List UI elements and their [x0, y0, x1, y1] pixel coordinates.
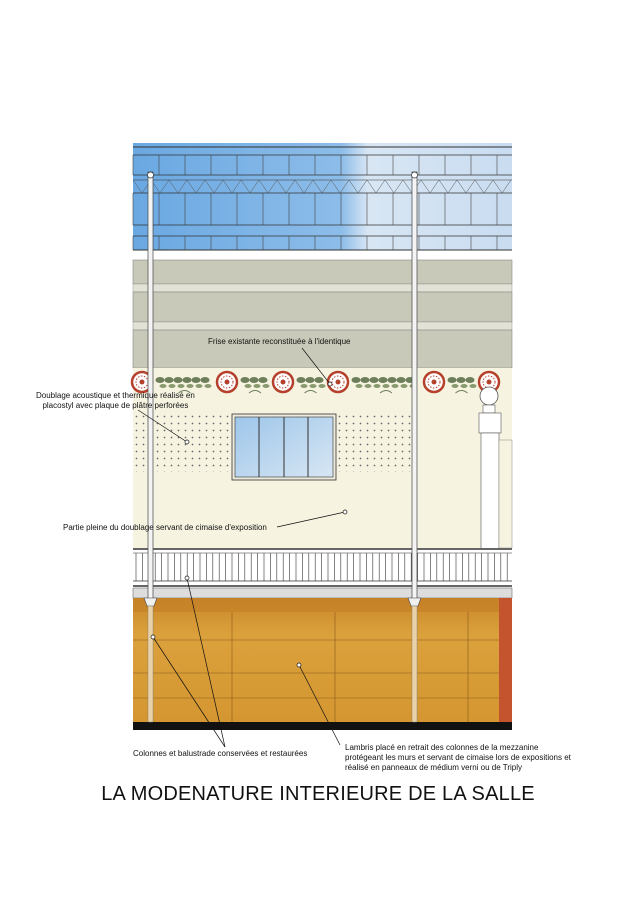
leader-points	[150, 381, 348, 668]
frieze-rosette-inner	[220, 375, 234, 389]
frieze-leaf	[173, 377, 183, 383]
frieze-leaf	[262, 384, 270, 388]
glass-roof	[132, 143, 512, 251]
frieze-scroll	[379, 390, 393, 394]
frieze-leaf	[300, 384, 308, 388]
columns	[143, 171, 422, 723]
frieze-leaf	[314, 377, 324, 383]
right-pilaster	[478, 386, 513, 554]
frieze-scroll	[248, 390, 262, 394]
frieze-leaf	[155, 377, 165, 383]
frieze-rosette-core	[431, 379, 437, 385]
frieze-leaf	[253, 384, 261, 388]
frieze-leaf	[373, 384, 381, 388]
leader-lines	[137, 347, 346, 748]
frieze-scroll	[455, 390, 468, 394]
frieze-leaf	[447, 377, 457, 383]
frieze-leaf	[305, 377, 315, 383]
roof-truss	[132, 179, 512, 194]
frieze-leaf	[351, 377, 361, 383]
frieze-rosette-inner	[276, 375, 290, 389]
frieze-leaf	[465, 377, 475, 383]
annotation-panelling: Lambris placé en retrait des colonnes de…	[345, 743, 571, 772]
page-title: LA MODENATURE INTERIEURE DE LA SALLE	[101, 783, 535, 805]
frieze-leaf	[244, 384, 252, 388]
frieze-leaf	[309, 384, 317, 388]
frieze-leaf	[168, 384, 176, 388]
frieze-scroll	[178, 390, 191, 394]
frieze-rosette-inner	[427, 375, 441, 389]
frieze-leaf	[378, 377, 388, 383]
wall-window	[231, 413, 337, 481]
frieze-leaf	[387, 377, 397, 383]
frieze-leaf	[456, 377, 466, 383]
frieze-leaf	[186, 384, 194, 388]
ceiling-bands	[132, 259, 513, 369]
frieze-rosette-inner	[331, 375, 345, 389]
balustrade	[132, 548, 513, 599]
frieze-leaf	[318, 384, 326, 388]
annotation-columns: Colonnes et balustrade conservées et res…	[133, 749, 308, 758]
frieze-leaf	[164, 377, 174, 383]
frieze-leaf	[360, 377, 370, 383]
annotation-frieze: Frise existante reconstituée à l'identiq…	[208, 337, 351, 346]
frieze-leaf	[391, 384, 399, 388]
frieze-leaf	[191, 377, 201, 383]
frieze-leaf	[195, 384, 203, 388]
frieze-rosette-core	[139, 379, 145, 385]
frieze-leaf	[296, 377, 306, 383]
frieze-leaf	[204, 384, 212, 388]
frieze-leaf	[400, 384, 408, 388]
frieze-leaf	[159, 384, 167, 388]
frieze-leaf	[177, 384, 185, 388]
frieze-leaf	[469, 384, 477, 388]
frieze-rosette-core	[486, 379, 492, 385]
frieze-leaf	[382, 384, 390, 388]
frieze-rosette-core	[335, 379, 341, 385]
frieze-leaf	[182, 377, 192, 383]
annotation-solid-part: Partie pleine du doublage servant de cim…	[63, 523, 267, 532]
frieze-rosette-core	[224, 379, 230, 385]
frieze-leaf	[364, 384, 372, 388]
frieze-leaf	[258, 377, 268, 383]
frieze-leaf	[369, 377, 379, 383]
frieze-scroll	[304, 390, 317, 394]
frieze-leaf	[460, 384, 468, 388]
frieze-leaf	[396, 377, 406, 383]
annotation-acoustic-lining: Doublage acoustique et thermique réalisé…	[36, 391, 195, 410]
frieze-leaf	[451, 384, 459, 388]
frieze-leaf	[200, 377, 210, 383]
frieze-leaf	[240, 377, 250, 383]
frieze-rosette-core	[280, 379, 286, 385]
frieze-leaf	[249, 377, 259, 383]
frieze-leaf	[355, 384, 363, 388]
